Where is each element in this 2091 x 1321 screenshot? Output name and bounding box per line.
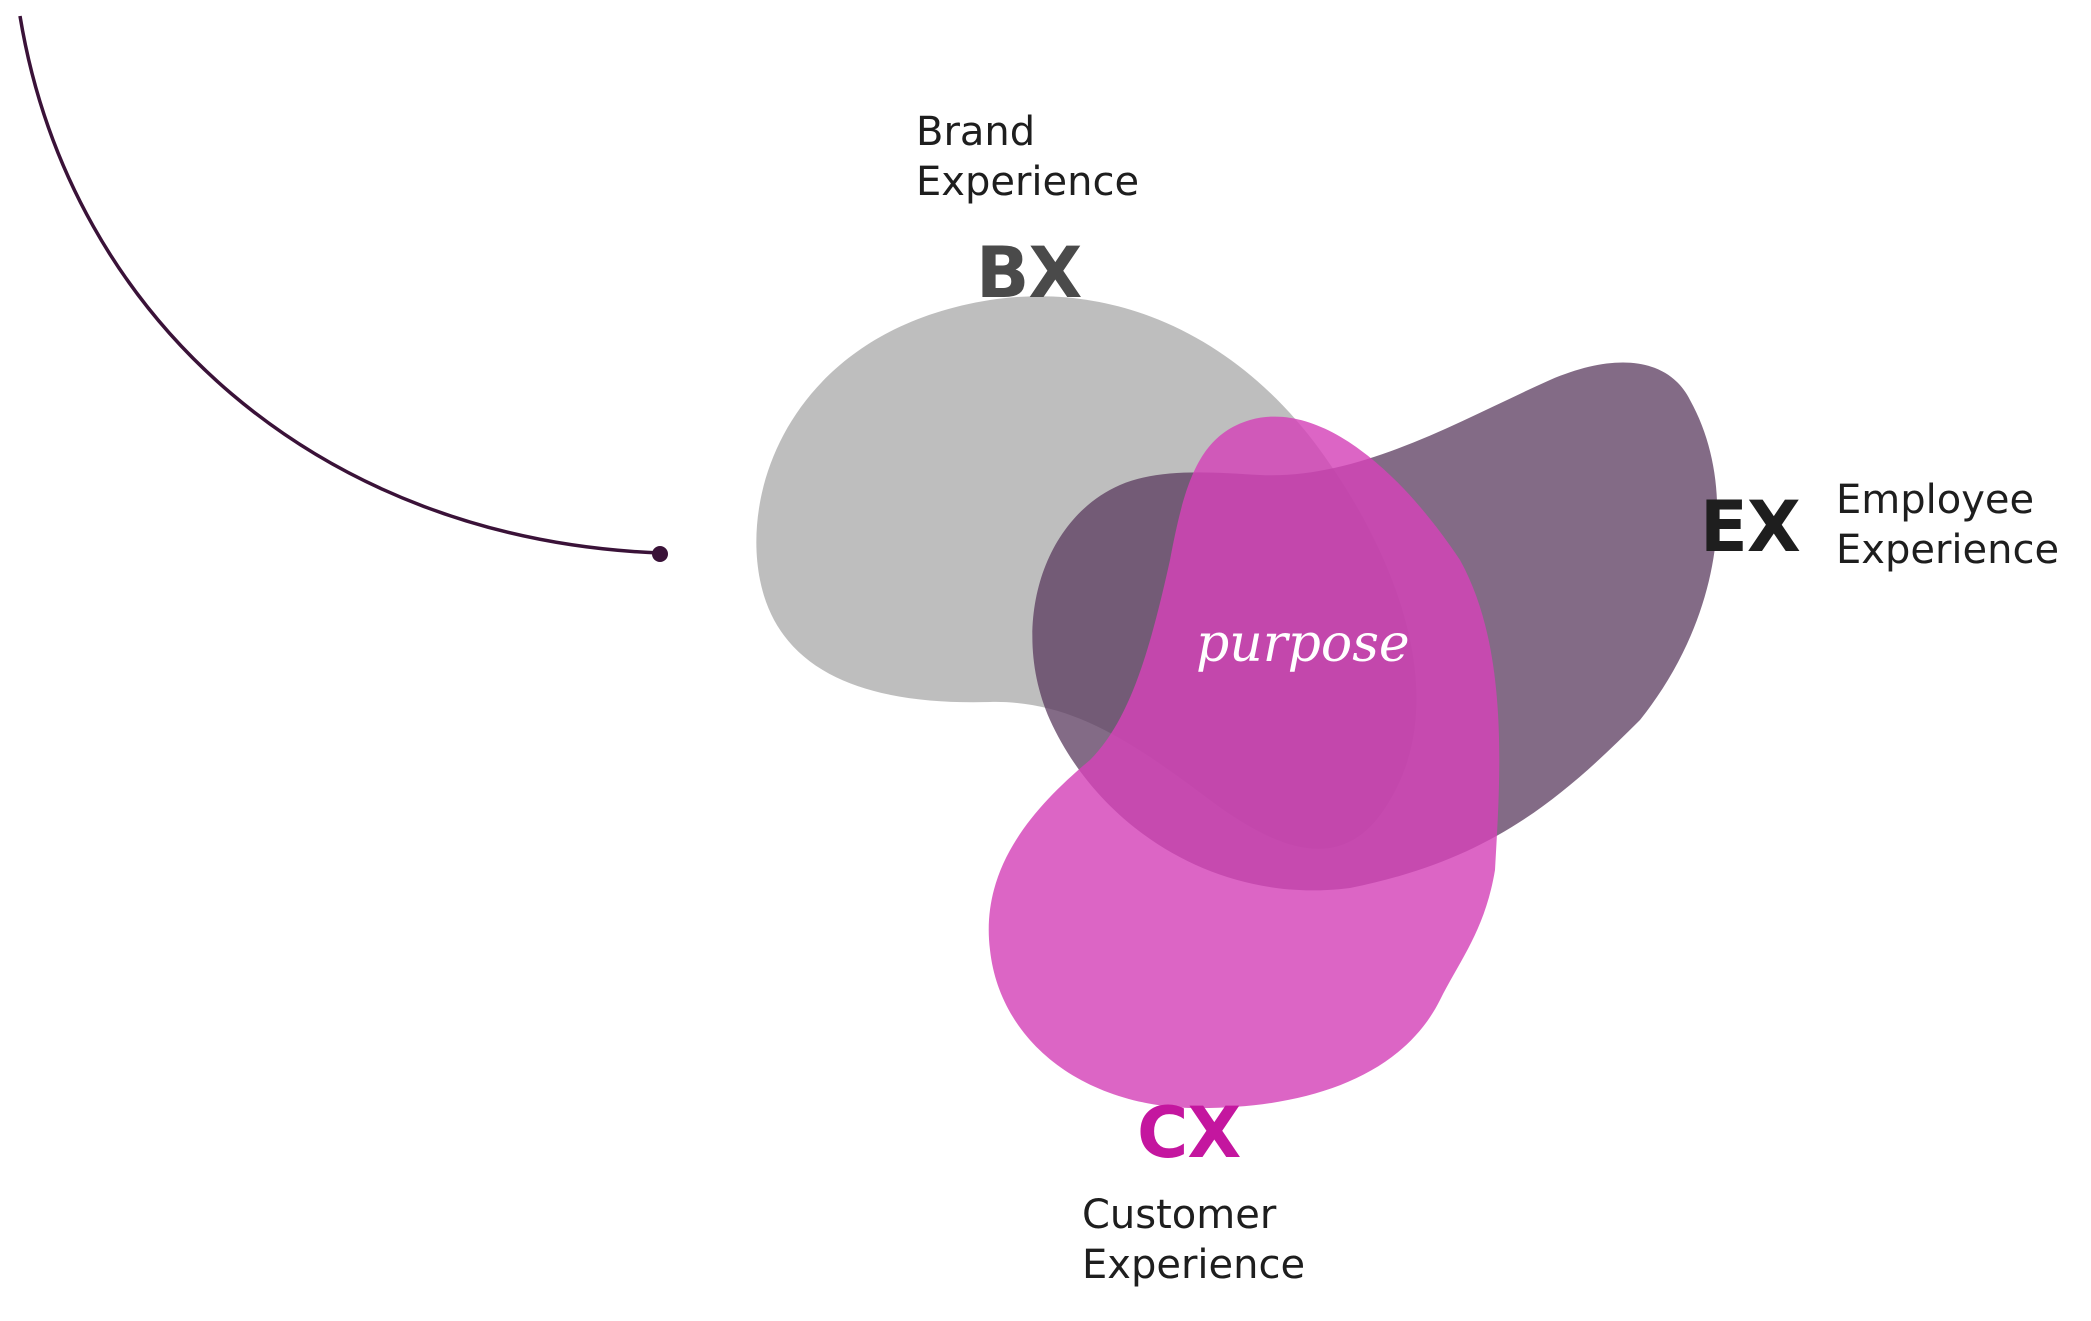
ex-abbr: EX (1700, 486, 1801, 568)
ex-label-line1: Employee (1836, 477, 2035, 523)
purpose-label: purpose (1196, 614, 1410, 674)
bx-full-label: Brand Experience (916, 107, 1139, 207)
cx-label-line1: Customer (1082, 1192, 1277, 1238)
ex-label-line2: Experience (1836, 527, 2060, 573)
bx-label-line1: Brand (916, 109, 1036, 155)
cx-blob (988, 416, 1500, 1109)
bx-label-line2: Experience (916, 159, 1140, 205)
connector-arc (18, 15, 661, 555)
bx-abbr: BX (976, 232, 1082, 314)
cx-label-line2: Experience (1082, 1242, 1306, 1288)
cx-abbr: CX (1137, 1092, 1241, 1174)
connector-dot (652, 546, 668, 562)
cx-full-label: Customer Experience (1082, 1190, 1305, 1290)
ex-full-label: Employee Experience (1836, 475, 2059, 575)
